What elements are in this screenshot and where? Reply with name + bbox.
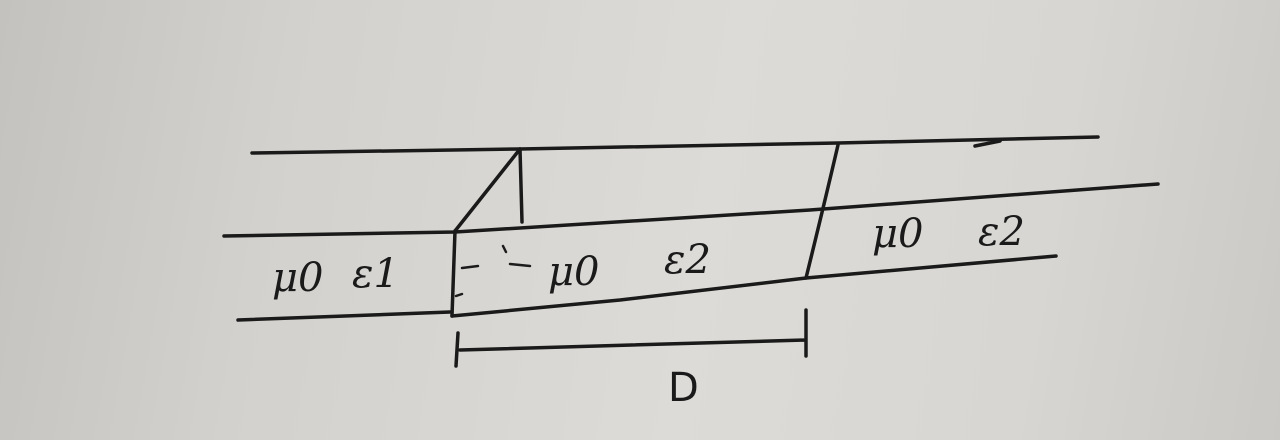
dimension-bar <box>454 308 808 368</box>
region-3-eps-label: ε2 <box>978 209 1025 255</box>
region-2-eps-label: ε2 <box>664 237 711 283</box>
region-3-mu-label: μ0 <box>872 211 924 257</box>
bottom-rail-left <box>236 310 452 322</box>
region-1-eps-label: ε1 <box>352 251 399 297</box>
dimension-label: D <box>668 365 699 411</box>
bottom-rail-slab <box>450 254 1058 318</box>
region-1-mu-label: μ0 <box>272 255 324 301</box>
top-line-arrow <box>973 139 1002 148</box>
left-interface-line <box>450 229 457 318</box>
top-back-line <box>250 135 1100 155</box>
left-diagonal-edge <box>453 147 522 233</box>
region-2-mu-label: μ0 <box>548 249 600 295</box>
left-interface-ticks <box>454 244 532 298</box>
right-interface-line <box>804 143 840 280</box>
upper-rail-line <box>222 182 1160 238</box>
back-vertical-edge <box>518 147 524 224</box>
